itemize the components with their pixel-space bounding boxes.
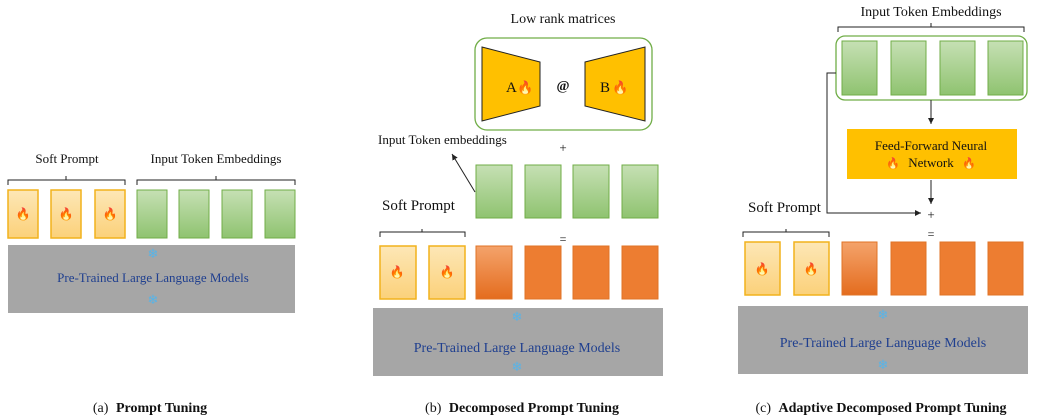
soft-prompt-tokens-a: 🔥 🔥 🔥 [7,189,126,239]
input-token [987,40,1024,96]
equals-operator-b: = [560,232,567,246]
fire-icon: 🔥 [886,157,900,170]
llm-label-a: Pre-Trained Large Language Models [57,270,249,285]
soft-prompt-token [7,189,39,239]
fire-icon: 🔥 [962,157,976,170]
ffn-label-line2: Network [908,155,954,170]
caption-c: (c) Adaptive Decomposed Prompt Tuning [755,401,1006,416]
input-token [621,164,659,219]
soft-prompt-label-b: Soft Prompt [382,198,456,214]
snowflake-icon: ❄ [512,359,523,374]
snowflake-icon: ❄ [148,246,159,261]
panel-a: Soft Prompt Input Token Embeddings 🔥 🔥 🔥… [7,151,296,416]
fire-icon: 🔥 [440,265,455,279]
llm-label-b: Pre-Trained Large Language Models [414,341,620,356]
input-token [264,189,296,239]
fire-icon: 🔥 [804,262,819,276]
caption-prefix-b: (b) [425,401,442,416]
matrix-a-label: A [506,80,517,96]
plus-operator-b: + [559,140,566,155]
plus-operator-c: + [927,207,934,222]
caption-a: (a) Prompt Tuning [93,401,207,416]
input-token [221,189,253,239]
soft-prompt-bracket-c [742,229,830,237]
fire-icon: 🔥 [612,80,628,96]
input-tokens-b [475,164,659,219]
output-token [524,245,562,300]
fire-icon: 🔥 [103,207,118,221]
snowflake-icon: ❄ [148,292,159,307]
soft-prompt-token [94,189,126,239]
output-tokens-b [475,245,659,300]
soft-prompt-tokens-c: 🔥 🔥 [744,241,830,296]
output-tokens-c [841,241,1024,296]
input-token [572,164,610,219]
input-token [136,189,168,239]
caption-title-a: Prompt Tuning [116,401,207,416]
input-embeddings-label-c: Input Token Embeddings [860,5,1001,20]
input-embeddings-label-a: Input Token Embeddings [150,151,281,166]
soft-prompt-label-a: Soft Prompt [35,151,99,166]
caption-title-b: Decomposed Prompt Tuning [449,401,619,416]
llm-label-c: Pre-Trained Large Language Models [780,336,986,351]
fire-icon: 🔥 [755,262,770,276]
llm-block-a [8,245,295,313]
soft-prompt-token [50,189,82,239]
llm-block-b [373,308,663,376]
at-operator: @ [556,79,569,94]
soft-prompt-label-c: Soft Prompt [748,200,822,216]
output-token [987,241,1024,296]
soft-prompt-bracket-b [379,229,466,237]
input-bracket-a [136,176,296,185]
fire-icon: 🔥 [16,207,31,221]
soft-prompt-token [379,245,417,300]
input-token [524,164,562,219]
input-token [475,164,513,219]
low-rank-label: Low rank matrices [511,12,616,27]
input-token [939,40,976,96]
snowflake-icon: ❄ [878,307,889,322]
output-token [621,245,659,300]
input-embeddings-label-b: Input Token embeddings [378,132,507,147]
ffn-block [847,129,1017,179]
skip-connection-arrow [826,72,921,216]
low-rank-container [474,37,653,131]
ffn-label-line1: Feed-Forward Neural [875,138,988,153]
input-token [178,189,210,239]
caption-b: (b) Decomposed Prompt Tuning [425,401,619,416]
fire-icon: 🔥 [59,207,74,221]
matrix-a-shape [481,46,541,122]
soft-prompt-token [428,245,466,300]
input-tokens-c [841,40,1024,96]
fire-icon: 🔥 [390,265,405,279]
matrix-b-label: B [600,80,610,96]
soft-prompt-token [744,241,781,296]
panel-b: Low rank matrices A 🔥 @ B 🔥 + Input Toke… [373,12,663,416]
input-bracket-c [837,23,1025,32]
fire-icon: 🔥 [517,80,533,96]
soft-prompt-token [793,241,830,296]
output-token [841,241,878,296]
input-pointer-arrow [451,153,476,193]
panel-c: Input Token Embeddings Feed-Forward Neur… [738,5,1028,416]
input-token [841,40,878,96]
output-token [572,245,610,300]
llm-block-c [738,306,1028,374]
output-token [939,241,976,296]
soft-prompt-bracket-a [7,176,126,185]
soft-prompt-tokens-b: 🔥 🔥 [379,245,466,300]
equals-operator-c: = [928,227,935,241]
caption-prefix-a: (a) [93,401,109,416]
output-token [890,241,927,296]
caption-prefix-c: (c) [755,401,771,416]
input-tokens-a [136,189,296,239]
output-token [475,245,513,300]
caption-title-c: Adaptive Decomposed Prompt Tuning [778,401,1006,416]
snowflake-icon: ❄ [878,357,889,372]
matrix-b-shape [584,46,646,122]
input-token [890,40,927,96]
snowflake-icon: ❄ [512,309,523,324]
